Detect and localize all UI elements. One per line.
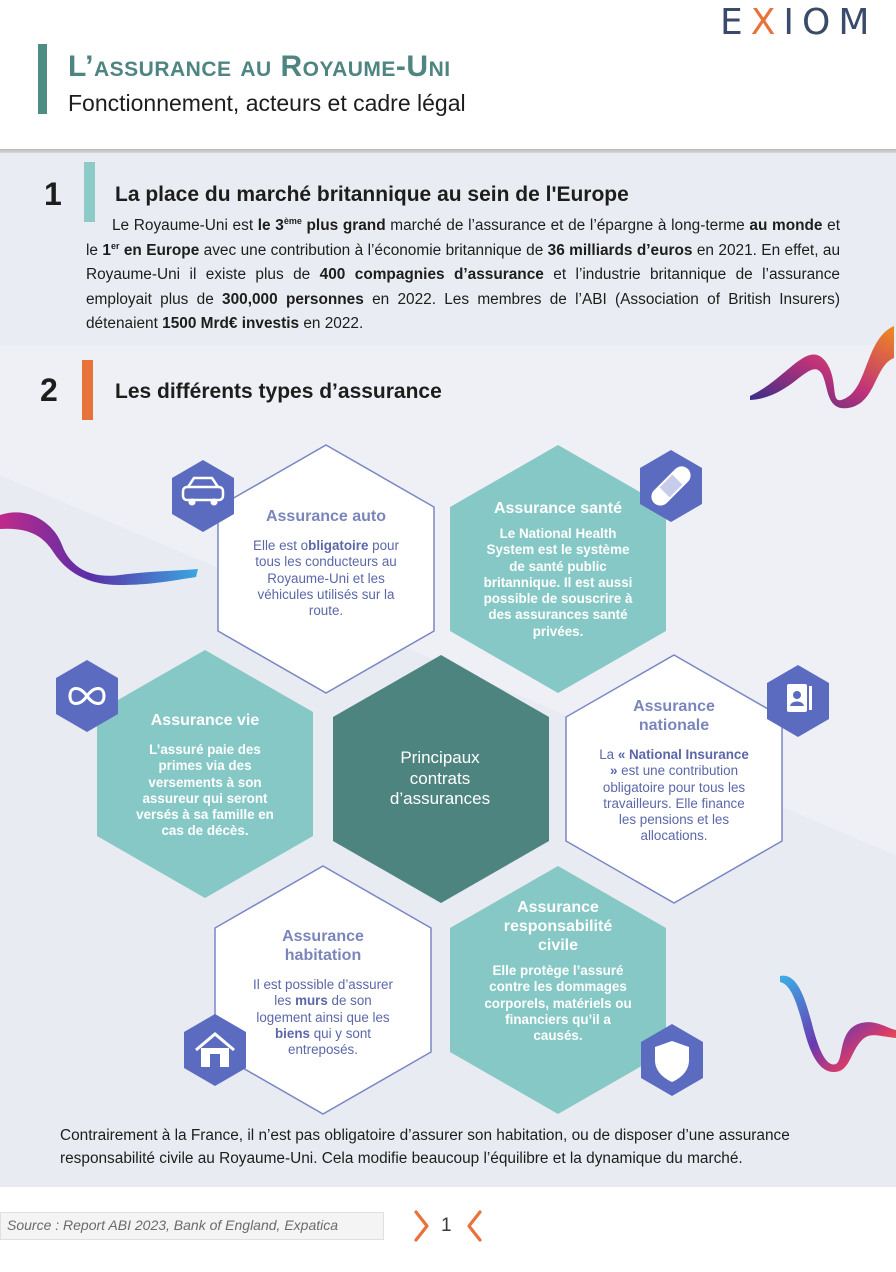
page-title: L’assurance au Royaume-Uni [68,50,451,83]
source-box [0,1212,384,1240]
hex-rc [450,866,666,1114]
page-subtitle: Fonctionnement, acteurs et cadre légal [68,90,466,116]
bandage-icon [640,450,702,522]
ribbon-decoration-top-right [750,326,894,409]
title-accent-bar [38,44,47,114]
ribbon-decoration-bottom-right [780,975,896,1072]
hex-sante [450,445,666,693]
page-number: 1 [441,1215,452,1236]
hexagon-diagram [56,444,829,1115]
hex-auto-text: Assurance auto Elle est obligatoire pour… [248,507,404,619]
section-1-number: 1 [44,176,62,212]
hex-vie-title: Assurance vie [150,712,260,729]
section-1-panel [0,153,896,345]
hex-sante-text: Assurance santé Le National Health Syste… [483,500,633,639]
hex-auto-title: Assurance auto [265,508,387,525]
hex-sante-title: Assurance santé [493,500,623,517]
exiom-logo: EXIOM [720,2,878,43]
ribbon-decoration-left [0,512,198,585]
hex-habitation [214,865,432,1115]
house-icon [184,1014,246,1086]
hex-vie-text: Assurance vie L’assuré paie des primes v… [133,711,277,840]
section-1-paragraph: Le Royaume-Uni est le 3ème plus grand ma… [86,215,841,332]
section-2-note: Contrairement à la France, il n’est pas … [60,1127,790,1167]
id-card-icon [767,665,829,737]
section-2-number: 2 [40,372,58,408]
header-divider [0,149,896,153]
hex-center-text: Principaux contrats d’assurances [389,748,491,808]
car-icon [172,460,234,532]
hex-vie [97,650,313,898]
hex-center [333,655,549,903]
chevron-left-icon [467,1210,482,1242]
shield-icon [641,1024,703,1096]
chevron-right-icon [414,1210,429,1242]
section-2-title: Les différents types d’assurance [115,380,442,403]
section-1-title: La place du marché britannique au sein d… [115,183,629,206]
section-2-accent-bar [82,360,93,420]
infinity-icon [56,660,118,732]
source-citation: Source : Report ABI 2023, Bank of Englan… [7,1217,339,1233]
section-1-accent-bar [84,162,95,222]
